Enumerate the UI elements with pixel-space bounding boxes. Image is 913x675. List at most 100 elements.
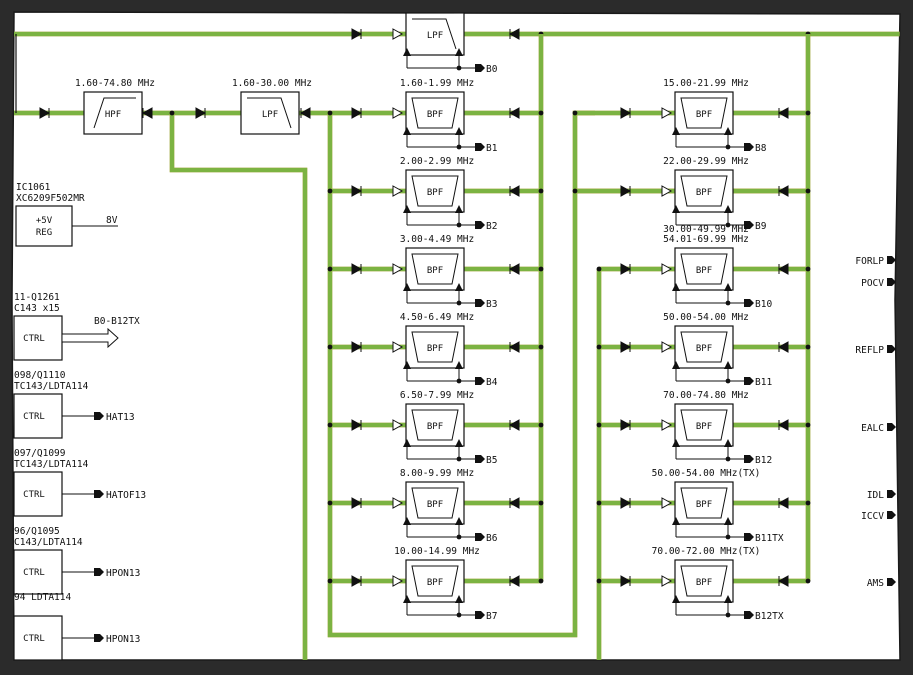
bus-arrow-icon — [61, 327, 119, 349]
filter-box — [405, 481, 465, 525]
filter-frequency-label: 10.00-14.99 MHz — [394, 546, 480, 557]
filter-box — [405, 403, 465, 447]
filter-type-label: BPF — [696, 500, 712, 510]
junction-dot — [596, 422, 602, 428]
diode-icon — [39, 107, 51, 119]
filter-box — [83, 91, 143, 135]
controller-part: TC143/LDTA114 — [14, 381, 89, 392]
diode-icon — [620, 419, 632, 431]
bpf-symbol-icon — [411, 253, 459, 285]
diode-icon — [777, 185, 789, 197]
filter-frequency-label: 1.60-30.00 MHz — [232, 78, 312, 89]
junction-dot — [327, 500, 333, 506]
connector-tag-icon — [94, 412, 104, 420]
diode-icon — [508, 497, 520, 509]
bpf-symbol-icon — [411, 175, 459, 207]
connector-tag-icon — [475, 533, 485, 541]
select-line-label: B11TX — [755, 533, 784, 544]
junction-dot — [805, 110, 811, 116]
bpf-symbol-icon — [680, 97, 728, 129]
diode-icon — [620, 341, 632, 353]
controller-label: CTRL — [23, 412, 45, 422]
input-arrow-icon — [392, 497, 404, 509]
connector-tag-icon — [94, 568, 104, 576]
select-line-label: B8 — [755, 143, 767, 154]
controller-output-label: HAT13 — [106, 412, 135, 423]
diode-icon — [777, 263, 789, 275]
diode-icon — [351, 28, 363, 40]
signal-ams: AMS — [867, 578, 896, 589]
diode-icon — [508, 419, 520, 431]
diode-icon — [620, 497, 632, 509]
junction-dot — [538, 344, 544, 350]
signal-idl: IDL — [867, 490, 896, 501]
connector-tag-icon — [744, 533, 754, 541]
junction-dot — [169, 110, 175, 116]
junction-dot — [456, 222, 462, 228]
connector-tag-icon — [887, 423, 896, 431]
diode-icon — [777, 575, 789, 587]
diode-icon — [620, 575, 632, 587]
diode-icon — [620, 263, 632, 275]
junction-dot — [725, 612, 731, 618]
controller-label: CTRL — [23, 490, 45, 500]
junction-dot — [805, 422, 811, 428]
junction-dot — [572, 188, 578, 194]
connector-tag-icon — [744, 455, 754, 463]
junction-dot — [456, 65, 462, 71]
controller-output-label: HPON13 — [106, 634, 140, 645]
junction-dot — [456, 456, 462, 462]
diode-icon — [351, 497, 363, 509]
controller-ref: 94 LDTA114 — [14, 592, 71, 603]
filter-box — [674, 481, 734, 525]
filter-type-label: BPF — [696, 266, 712, 276]
filter-box — [405, 559, 465, 603]
filter-box — [405, 325, 465, 369]
junction-dot — [805, 500, 811, 506]
bpf-symbol-icon — [411, 409, 459, 441]
diode-icon — [508, 28, 520, 40]
junction-dot — [327, 110, 333, 116]
signal-label: FORLP — [855, 256, 884, 267]
regulator-label: +5V — [36, 216, 53, 226]
input-arrow-icon — [392, 28, 404, 40]
filter-box — [405, 12, 465, 56]
lpf-symbol-icon — [412, 18, 457, 50]
filter-type-label: BPF — [427, 578, 443, 588]
signal-label: REFLP — [855, 345, 884, 356]
select-line-label: B10 — [755, 299, 772, 310]
connector-tag-icon — [744, 611, 754, 619]
regulator-ic-part: XC6209F502MR — [16, 193, 85, 204]
connector-tag-icon — [887, 490, 896, 498]
regulator-output-label: 8V — [106, 215, 118, 226]
input-arrow-icon — [661, 263, 673, 275]
filter-frequency-label: 54.01-69.99 MHz — [663, 234, 749, 245]
diode-icon — [777, 341, 789, 353]
diode-icon — [508, 575, 520, 587]
filter-frequency-label: 2.00-2.99 MHz — [400, 156, 474, 167]
junction-dot — [805, 188, 811, 194]
junction-dot — [327, 578, 333, 584]
regulator-ic-ref: IC1061 — [16, 182, 51, 193]
input-arrow-icon — [661, 185, 673, 197]
diode-icon — [777, 107, 789, 119]
input-arrow-icon — [661, 107, 673, 119]
signal-forlp: FORLP — [855, 256, 896, 267]
junction-dot — [725, 222, 731, 228]
diode-icon — [777, 497, 789, 509]
junction-dot — [596, 344, 602, 350]
select-line-label: B12 — [755, 455, 772, 466]
junction-dot — [327, 188, 333, 194]
connector-tag-icon — [887, 511, 896, 519]
